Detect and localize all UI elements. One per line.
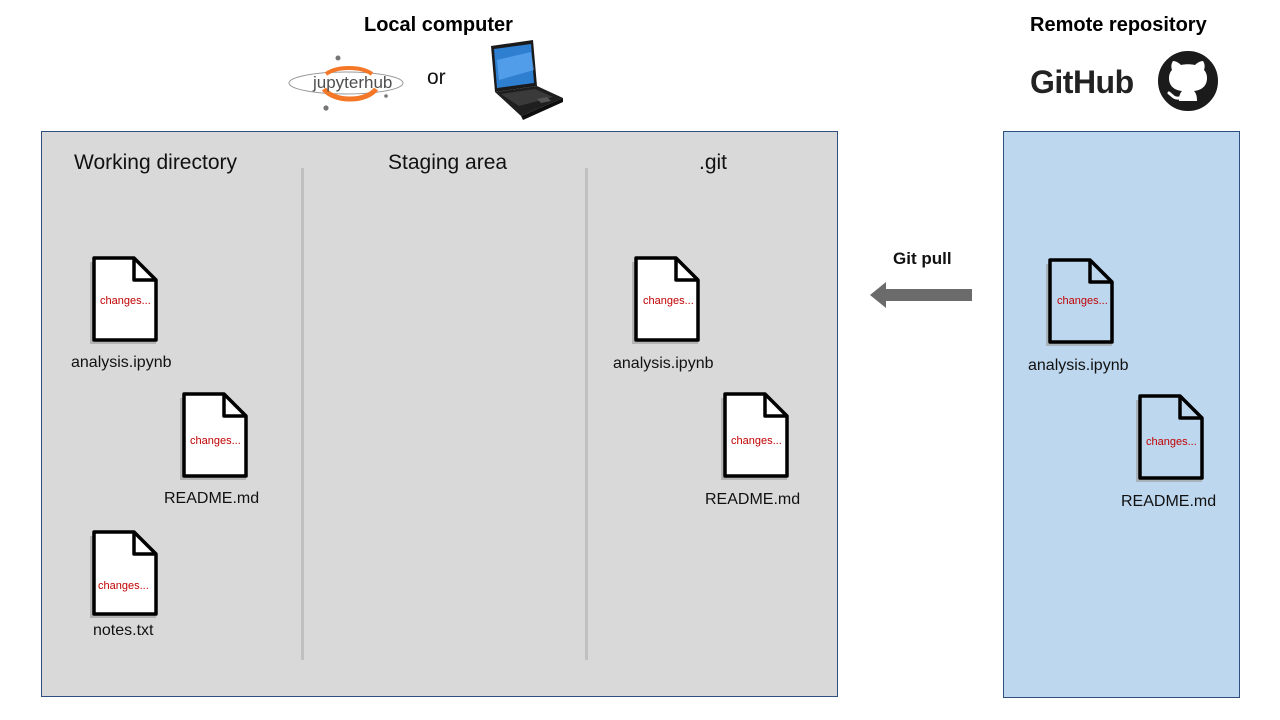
github-logo-text: GitHub [1030, 64, 1134, 100]
document-icon[interactable]: changes... [84, 530, 164, 620]
section-divider [301, 168, 304, 660]
file-name: notes.txt [93, 622, 154, 639]
git-folder-title: .git [699, 151, 728, 174]
document-icon[interactable]: changes... [626, 256, 706, 346]
jupyterhub-logo-text: jupyterhub [312, 73, 392, 92]
changes-note: changes... [1057, 295, 1108, 307]
changes-note: changes... [643, 295, 694, 307]
file-name: analysis.ipynb [71, 354, 172, 371]
document-icon[interactable]: changes... [84, 256, 164, 346]
changes-note: changes... [190, 435, 241, 447]
remote-repository-title: Remote repository [1030, 14, 1207, 36]
file-name: README.md [1121, 493, 1217, 510]
section-divider [585, 168, 588, 660]
file-name: README.md [164, 490, 260, 507]
local-repository-panel [41, 131, 838, 697]
changes-note: changes... [98, 580, 149, 592]
local-computer-title: Local computer [364, 14, 513, 36]
file-name: analysis.ipynb [613, 355, 714, 372]
left-arrow-icon [870, 281, 974, 309]
git-pull-label: Git pull [893, 249, 952, 268]
staging-area-title: Staging area [388, 151, 508, 174]
changes-note: changes... [100, 295, 151, 307]
file-name: README.md [705, 491, 801, 508]
file-name: analysis.ipynb [1028, 357, 1129, 374]
working-directory-title: Working directory [74, 151, 237, 174]
document-icon[interactable]: changes... [1040, 258, 1120, 348]
jupyterhub-logo-icon: jupyterhub [286, 52, 412, 112]
or-text: or [427, 66, 446, 89]
changes-note: changes... [1146, 436, 1197, 448]
laptop-icon [481, 40, 565, 120]
document-icon[interactable]: changes... [174, 392, 254, 482]
github-logo-icon [1158, 51, 1218, 111]
document-icon[interactable]: changes... [1130, 394, 1210, 484]
changes-note: changes... [731, 435, 782, 447]
document-icon[interactable]: changes... [715, 392, 795, 482]
